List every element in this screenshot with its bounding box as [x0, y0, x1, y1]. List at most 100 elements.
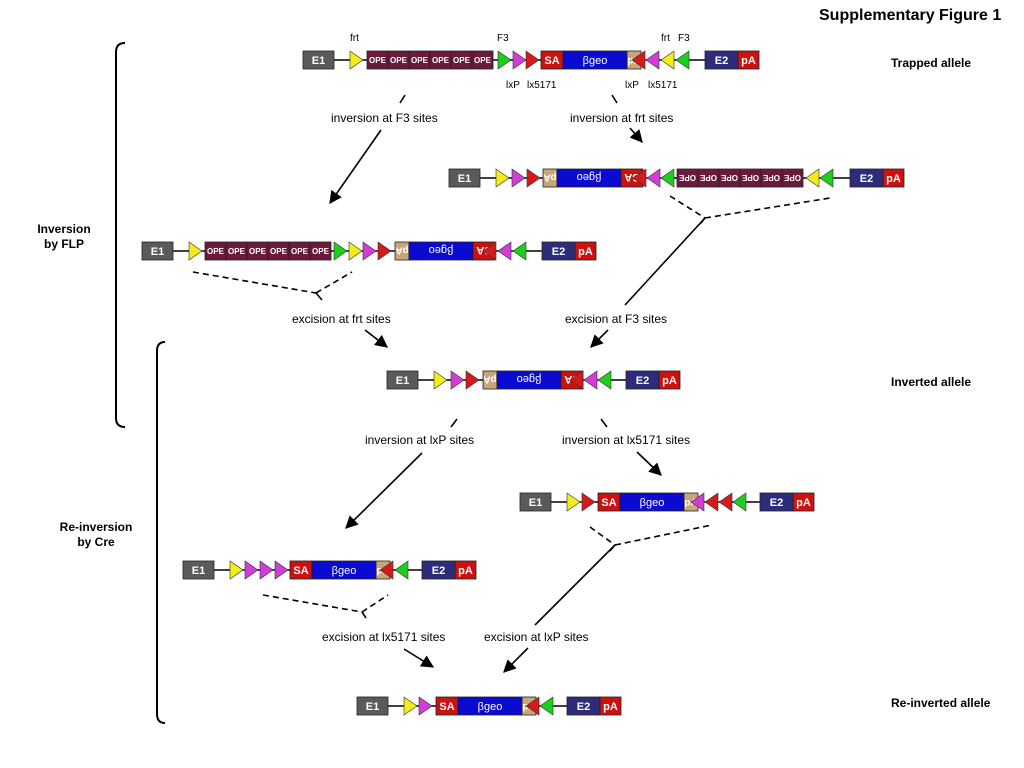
f3-site: [732, 492, 747, 512]
bgeo-box: βgeo: [556, 168, 622, 188]
sa-box: SA: [289, 560, 313, 580]
arrow-lxp-tick: [450, 418, 458, 428]
frt-site: [229, 560, 244, 580]
svg-text:E2: E2: [860, 173, 873, 185]
ope-box: OPE: [739, 168, 762, 188]
dash-f3-left: [669, 195, 706, 219]
svg-text:βgeo: βgeo: [583, 55, 608, 67]
cassette-polya-box: pA: [482, 370, 498, 390]
lx5171-site: [379, 560, 394, 580]
exon1-box: E1: [141, 241, 174, 261]
svg-text:βgeo: βgeo: [640, 497, 665, 509]
ope-box: OPE: [387, 50, 410, 70]
arrow-exc-lx5171: [403, 648, 435, 668]
ope-box: OPE: [267, 241, 290, 261]
step-excision-lxp: excision at lxP sites: [484, 630, 589, 644]
svg-text:OPE: OPE: [741, 173, 759, 182]
lxp-site-label-right: lxP: [625, 80, 639, 91]
arrow-exc-lxp: [503, 647, 529, 673]
frt-site: [403, 696, 418, 716]
exon2-box: E2: [541, 241, 576, 261]
svg-text:OPE: OPE: [411, 56, 429, 65]
ope-box: OPE: [471, 50, 494, 70]
f3-site: [394, 560, 409, 580]
exon1-box: E1: [519, 492, 552, 512]
dash-lx5171-left: [262, 594, 363, 613]
bgeo-box: βgeo: [562, 50, 628, 70]
svg-text:pA: pA: [684, 498, 697, 509]
lx5171-site: [631, 50, 646, 70]
svg-text:SA: SA: [293, 565, 308, 577]
ope-box: OPE: [246, 241, 269, 261]
sa-box: SA: [597, 492, 621, 512]
svg-text:βgeo: βgeo: [478, 701, 503, 713]
arrow-f3-tick: [399, 94, 406, 104]
svg-text:E1: E1: [458, 173, 471, 185]
arrow-inv-f3: [329, 129, 382, 205]
arrow-exc-f3-long: [624, 217, 706, 306]
lxp-site: [497, 241, 512, 261]
svg-text:OPE: OPE: [453, 56, 471, 65]
polya-box: pA: [882, 168, 905, 188]
svg-text:pA: pA: [543, 171, 556, 182]
lx5171-site: [632, 168, 647, 188]
cre-group-label-line1: Re-inversion: [59, 520, 133, 534]
step-inversion-lxp: inversion at lxP sites: [365, 433, 475, 447]
svg-text:SA: SA: [439, 701, 454, 713]
lxp-site: [259, 560, 274, 580]
lx5171-site: [525, 696, 540, 716]
f3-site-label-left: F3: [497, 33, 509, 44]
polya-box: pA: [599, 696, 622, 716]
step-excision-f3: excision at F3 sites: [565, 312, 668, 326]
ope-box: OPE: [697, 168, 720, 188]
bgeo-box: βgeo: [311, 560, 377, 580]
arrow-inv-lx5171: [636, 451, 662, 476]
dash-f3-right: [704, 197, 831, 219]
ope-box: OPE: [366, 50, 389, 70]
svg-text:E2: E2: [577, 701, 590, 713]
svg-text:pA: pA: [578, 246, 593, 258]
svg-text:E2: E2: [552, 246, 565, 258]
frt-site-label-right: frt: [661, 33, 670, 44]
lx5171-site: [704, 492, 719, 512]
frt-site: [495, 168, 510, 188]
exon2-box: E2: [704, 50, 739, 70]
exon1-box: E1: [356, 696, 389, 716]
trapped-allele-label: Trapped allele: [891, 56, 972, 70]
frt-site-label-left: frt: [350, 33, 359, 44]
step-excision-frt: excision at frt sites: [292, 312, 391, 326]
inverted-allele-label: Inverted allele: [891, 375, 972, 389]
lxp-site: [511, 168, 526, 188]
ope-box: OPE: [781, 168, 804, 188]
ope-box: OPE: [450, 50, 473, 70]
svg-text:OPE: OPE: [369, 56, 387, 65]
svg-text:SA: SA: [601, 497, 616, 509]
sa-box: SA: [435, 696, 459, 716]
f3-site: [333, 241, 348, 261]
lx5171-site-label-right: lx5171: [648, 80, 678, 91]
svg-text:E1: E1: [192, 565, 205, 577]
cassette-polya-box: pA: [542, 168, 558, 188]
excision-tick-lxp: [609, 544, 616, 552]
ope-box: OPE: [309, 241, 332, 261]
frt-site: [566, 492, 581, 512]
f3-site: [597, 370, 612, 390]
lx5171-site-label-left: lx5171: [527, 80, 557, 91]
allele-constructs: E1OPEOPEOPEOPEOPEOPESAβgeopAE2pAE1pAβgeo…: [141, 50, 905, 716]
svg-text:OPE: OPE: [474, 56, 492, 65]
frt-site: [348, 241, 363, 261]
svg-text:pA: pA: [395, 244, 408, 255]
svg-text:E1: E1: [151, 246, 164, 258]
svg-text:OPE: OPE: [783, 173, 801, 182]
lx5171-site: [581, 492, 596, 512]
exon2-box: E2: [849, 168, 884, 188]
exon2-box: E2: [759, 492, 794, 512]
svg-text:OPE: OPE: [390, 56, 408, 65]
svg-text:pA: pA: [662, 375, 677, 387]
svg-text:E2: E2: [432, 565, 445, 577]
arrow-inv-frt: [629, 127, 643, 143]
svg-text:pA: pA: [741, 55, 756, 67]
svg-text:OPE: OPE: [762, 173, 780, 182]
ope-box: OPE: [288, 241, 311, 261]
